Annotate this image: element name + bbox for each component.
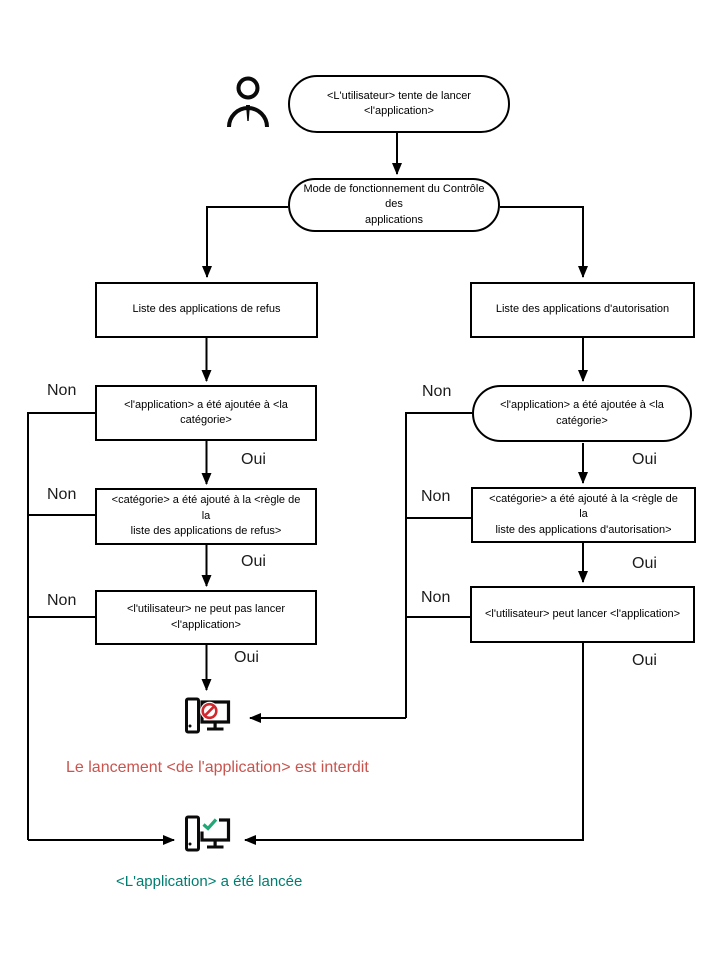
user-icon [227, 76, 269, 128]
deny-step2-node: <catégorie> a été ajouté à la <règle de … [95, 488, 317, 545]
label-no-right-1: Non [422, 383, 452, 400]
label-no-right-3: Non [421, 589, 451, 606]
label-no-left-2: Non [47, 486, 77, 503]
deny-list-node: Liste des applications de refus [95, 282, 318, 338]
blocked-computer-icon [185, 697, 231, 734]
deny-step1-node: <l'application> a été ajoutée à <la caté… [95, 385, 317, 441]
label-no-left-1: Non [47, 382, 77, 399]
label-yes-left-1: Oui [241, 451, 266, 468]
label-yes-right-1: Oui [632, 451, 657, 468]
label-no-right-2: Non [421, 488, 451, 505]
blocked-outcome-text: Le lancement <de l'application> est inte… [66, 759, 369, 776]
label-yes-left-2: Oui [241, 553, 266, 570]
label-no-left-3: Non [47, 592, 77, 609]
check-icon [200, 817, 219, 832]
mode-node: Mode de fonctionnement du Contrôle des a… [288, 178, 500, 232]
allow-step3-node: <l'utilisateur> peut lancer <l'applicati… [470, 586, 695, 643]
launched-outcome-text: <L'application> a été lancée [116, 873, 303, 890]
deny-step3-node: <l'utilisateur> ne peut pas lancer <l'ap… [95, 590, 317, 645]
allow-step1-node: <l'application> a été ajoutée à <la caté… [472, 385, 692, 442]
label-yes-right-2: Oui [632, 555, 657, 572]
launched-computer-icon [185, 815, 231, 852]
allow-step2-node: <catégorie> a été ajouté à la <règle de … [471, 487, 696, 543]
label-yes-left-3: Oui [234, 649, 259, 666]
allow-list-node: Liste des applications d'autorisation [470, 282, 695, 338]
prohibition-icon [200, 701, 219, 721]
label-yes-right-3: Oui [632, 652, 657, 669]
start-node: <L'utilisateur> tente de lancer <l'appli… [288, 75, 510, 133]
